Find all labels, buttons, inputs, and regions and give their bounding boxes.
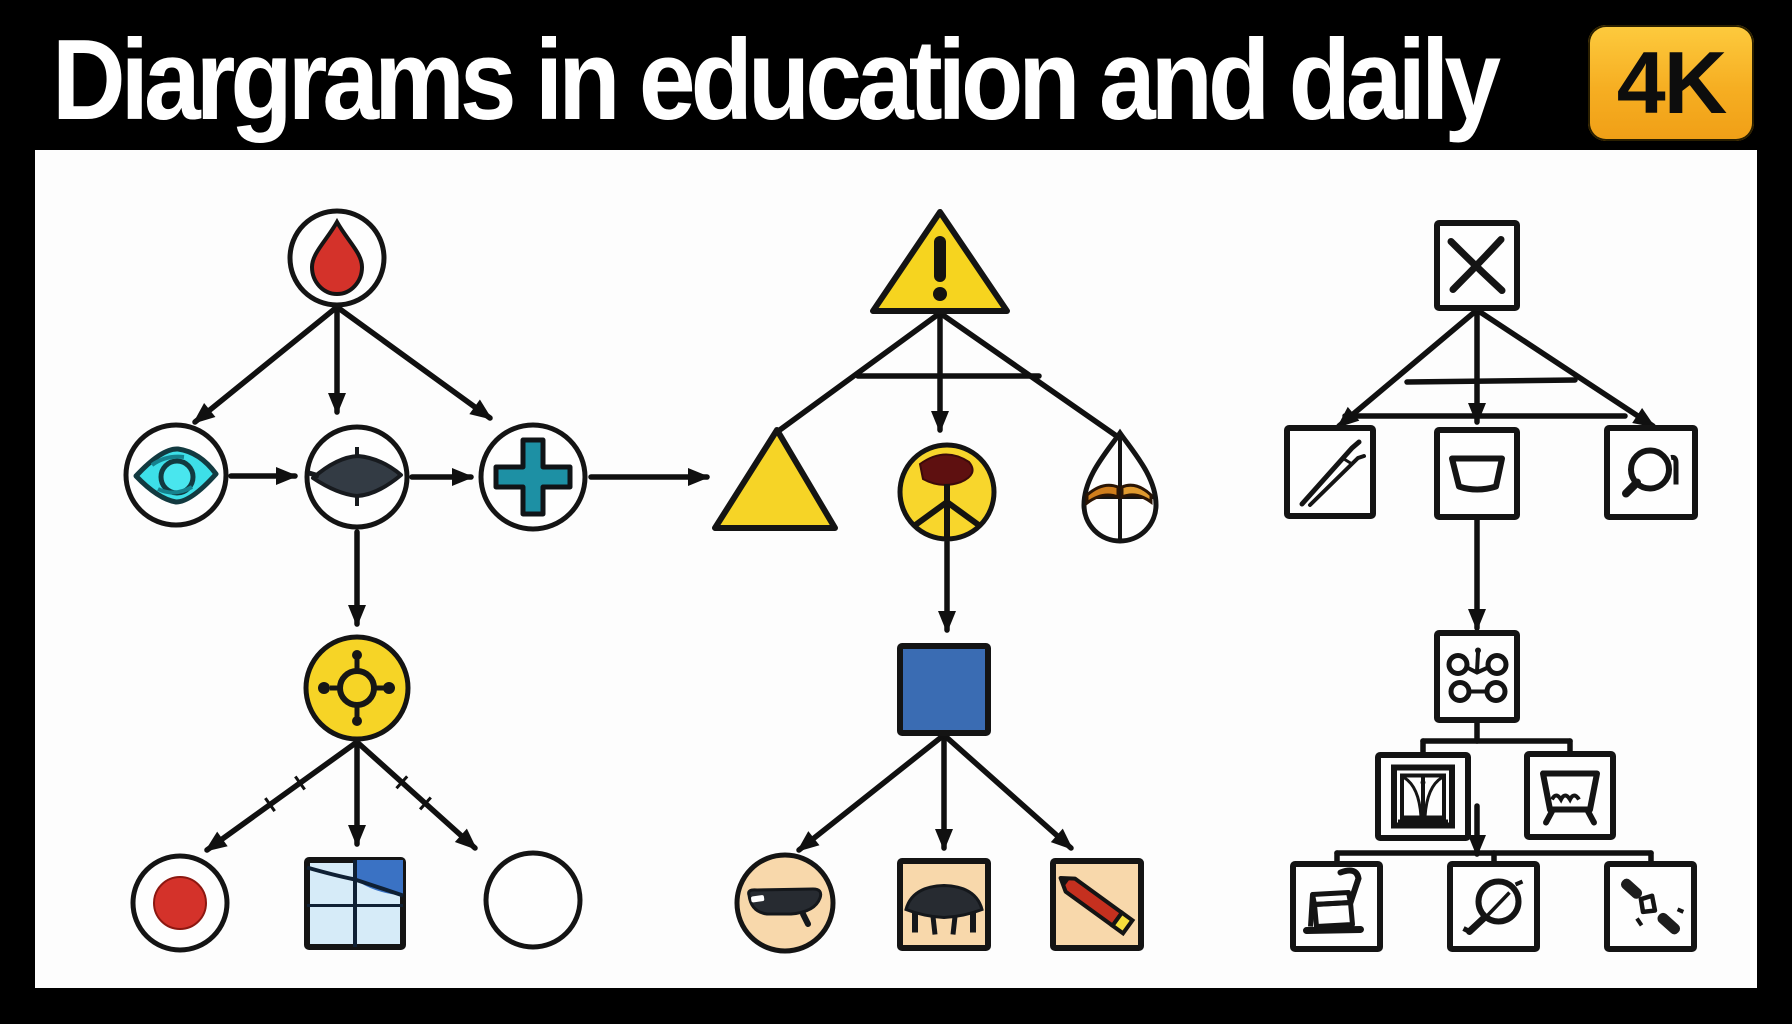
eye-icon: [133, 446, 219, 505]
diagram-canvas: [35, 150, 1757, 988]
network-icon: [1446, 647, 1509, 703]
chain-icon: [1620, 878, 1685, 935]
connector-line: [1404, 377, 1578, 385]
eye-circle: [123, 422, 229, 528]
pan-icon: [747, 887, 823, 927]
cup-icon: [1449, 455, 1505, 493]
left-flowchart-circles: [123, 208, 710, 953]
connector-arrow: [354, 739, 478, 851]
connector-line: [774, 310, 943, 435]
plain-triangle: [712, 427, 838, 531]
armchair-square: [1290, 861, 1383, 952]
middle-flowchart-warning-edges: [774, 310, 1121, 853]
magnifier-icon: [1622, 447, 1679, 498]
warning-triangle: [870, 209, 1010, 314]
badge-4k: 4K: [1588, 25, 1754, 141]
video-title: Diargrams in education and daily: [52, 16, 1501, 144]
diagram-svg: [123, 208, 1698, 954]
window-icon: [1391, 764, 1455, 829]
peace-icon: [912, 453, 982, 538]
hatch-tick: [264, 797, 276, 813]
pencil-square: [1050, 858, 1144, 951]
plus-circle: [478, 422, 588, 532]
tweezers-square: [1284, 425, 1376, 519]
connector-arrow: [1336, 307, 1480, 429]
pan2-square: [1447, 861, 1540, 952]
right-org-chart-edges: [1334, 307, 1656, 868]
leaf-circle: [304, 424, 410, 530]
title-banner: Diargrams in education and daily 4K: [0, 0, 1792, 150]
plus-icon: [493, 437, 573, 517]
window-square: [1375, 752, 1471, 841]
cup-square: [1434, 427, 1520, 520]
right-org-chart: [1284, 220, 1698, 952]
middle-flowchart-warning: [712, 209, 1159, 954]
empty-circle: [483, 850, 583, 950]
xmark-icon: [1447, 236, 1506, 294]
cradle-square: [1524, 751, 1616, 840]
reddot-icon: [153, 876, 207, 930]
hub-circle: [303, 634, 411, 742]
connector-arrow: [941, 732, 1074, 851]
hub-icon: [318, 650, 395, 726]
connector-arrow: [334, 304, 493, 421]
cradle-icon: [1540, 770, 1600, 826]
table-icon: [904, 883, 984, 935]
connector-arrow: [192, 304, 340, 425]
chain-square: [1604, 861, 1697, 952]
tweezers-icon: [1299, 439, 1366, 507]
balance-teardrop: [1081, 428, 1159, 544]
leaf-icon: [308, 447, 403, 506]
droplet-circle: [287, 208, 387, 308]
peace-circle: [897, 442, 997, 542]
left-flowchart-circles-edges: [192, 304, 710, 853]
target-circle: [130, 853, 230, 953]
connector-arrow: [796, 732, 947, 853]
x-square: [1434, 220, 1520, 311]
network-square: [1434, 630, 1520, 723]
magnifier-square: [1604, 425, 1698, 520]
pan2-icon: [1462, 878, 1524, 935]
pencil-icon: [1058, 876, 1136, 937]
connector-arrow: [204, 739, 360, 853]
exclaim-icon: [933, 236, 947, 301]
panes-square: [304, 857, 406, 950]
connector-arrow: [1474, 307, 1656, 429]
hatch-tick: [395, 775, 409, 790]
droplet-icon: [309, 217, 365, 296]
table-square: [897, 858, 991, 951]
armchair-icon: [1303, 867, 1364, 934]
blue-square: [897, 643, 991, 736]
pan-circle: [734, 852, 836, 954]
hatch-tick: [294, 775, 306, 791]
hatch-tick: [418, 796, 432, 811]
panes-icon: [306, 860, 404, 947]
